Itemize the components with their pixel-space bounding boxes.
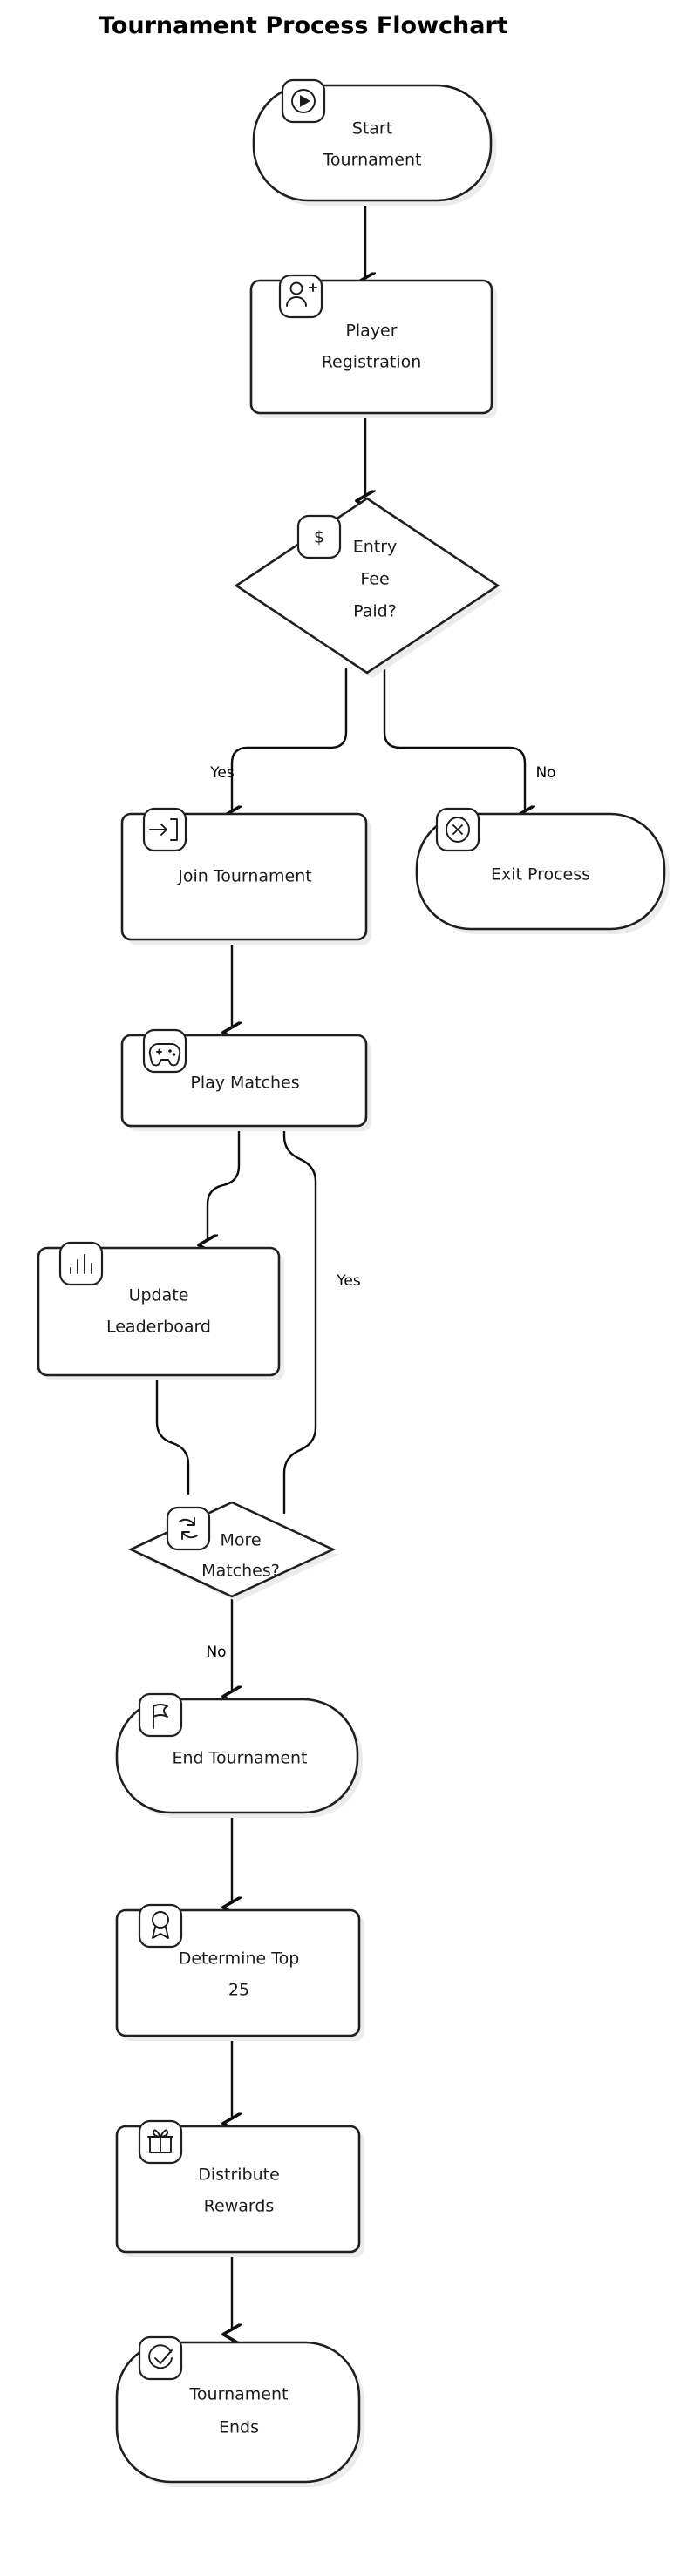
dollar-glyph: $ <box>314 528 324 547</box>
node-label-line2: Ends <box>219 2418 259 2437</box>
bar-chart-icon <box>58 1241 104 1286</box>
node-label-line2: Leaderboard <box>106 1318 211 1337</box>
node-label-line2: Matches? <box>201 1562 280 1581</box>
edge-fee-to-exit <box>383 668 525 810</box>
edge-fee-to-join <box>232 668 348 810</box>
node-label-line2: Tournament <box>323 151 422 170</box>
node-label-line1: Player <box>345 322 397 341</box>
gift-icon <box>138 2119 183 2165</box>
node-end-tournament[interactable]: End Tournament <box>115 1692 363 1818</box>
node-label-line2: Registration <box>322 353 422 372</box>
dollar-icon: $ <box>296 514 342 559</box>
node-label-line1: Join Tournament <box>177 867 311 886</box>
x-circle-icon <box>435 807 480 852</box>
login-icon <box>142 807 187 852</box>
node-player-registration[interactable]: Player Registration <box>249 274 497 418</box>
flag-icon <box>138 1692 183 1738</box>
page-title: Tournament Process Flowchart <box>99 12 508 39</box>
node-more-matches[interactable]: More Matches? <box>127 1501 338 1602</box>
node-label-line3: Paid? <box>353 602 397 621</box>
check-circle-icon <box>138 2335 183 2381</box>
node-label-line1: Distribute <box>198 2166 280 2185</box>
edge-label-fee-no: No <box>535 764 555 782</box>
edge-leaderboard-to-more <box>155 1358 190 1495</box>
node-update-leaderboard[interactable]: Update Leaderboard <box>37 1241 284 1380</box>
node-play-matches[interactable]: Play Matches <box>120 1028 371 1131</box>
award-icon <box>138 1903 183 1949</box>
node-label-line1: Start <box>352 119 392 139</box>
edge-label-more-no: No <box>206 1644 226 1661</box>
node-label-line1: Entry <box>353 538 398 557</box>
node-distribute-rewards[interactable]: Distribute Rewards <box>115 2119 364 2257</box>
node-label-line1: Play Matches <box>190 1074 299 1093</box>
node-label-line1: Determine Top <box>179 1949 300 1969</box>
edge-label-fee-yes: Yes <box>209 764 235 782</box>
node-tournament-ends[interactable]: Tournament Ends <box>115 2335 364 2487</box>
play-circle-icon <box>281 78 326 124</box>
node-exit-process[interactable]: Exit Process <box>415 807 670 934</box>
node-label-line1: Tournament <box>189 2385 289 2404</box>
node-label-line1: Update <box>129 1286 189 1305</box>
node-label-line1: More <box>220 1531 261 1550</box>
node-determine-top-25[interactable]: Determine Top 25 <box>115 1903 364 2041</box>
node-label-line2: Rewards <box>204 2197 275 2216</box>
refresh-icon <box>166 1506 211 1551</box>
user-plus-icon <box>278 274 323 319</box>
node-start-tournament[interactable]: Start Tournament <box>252 78 496 206</box>
node-label-line1: End Tournament <box>172 1749 307 1768</box>
edge-layer: Yes No Yes No <box>155 200 556 2329</box>
node-entry-fee-paid[interactable]: Entry Fee Paid? $ <box>234 497 503 678</box>
node-label-line2: Fee <box>360 570 389 589</box>
edge-play-to-leaderboard <box>208 1124 241 1239</box>
node-label-line1: Exit Process <box>491 865 590 885</box>
edge-label-more-yes: Yes <box>336 1272 361 1290</box>
gamepad-icon <box>142 1028 187 1074</box>
node-label-line2: 25 <box>228 1981 249 2000</box>
node-join-tournament[interactable]: Join Tournament <box>120 807 371 945</box>
edge-more-to-play <box>284 1126 317 1515</box>
